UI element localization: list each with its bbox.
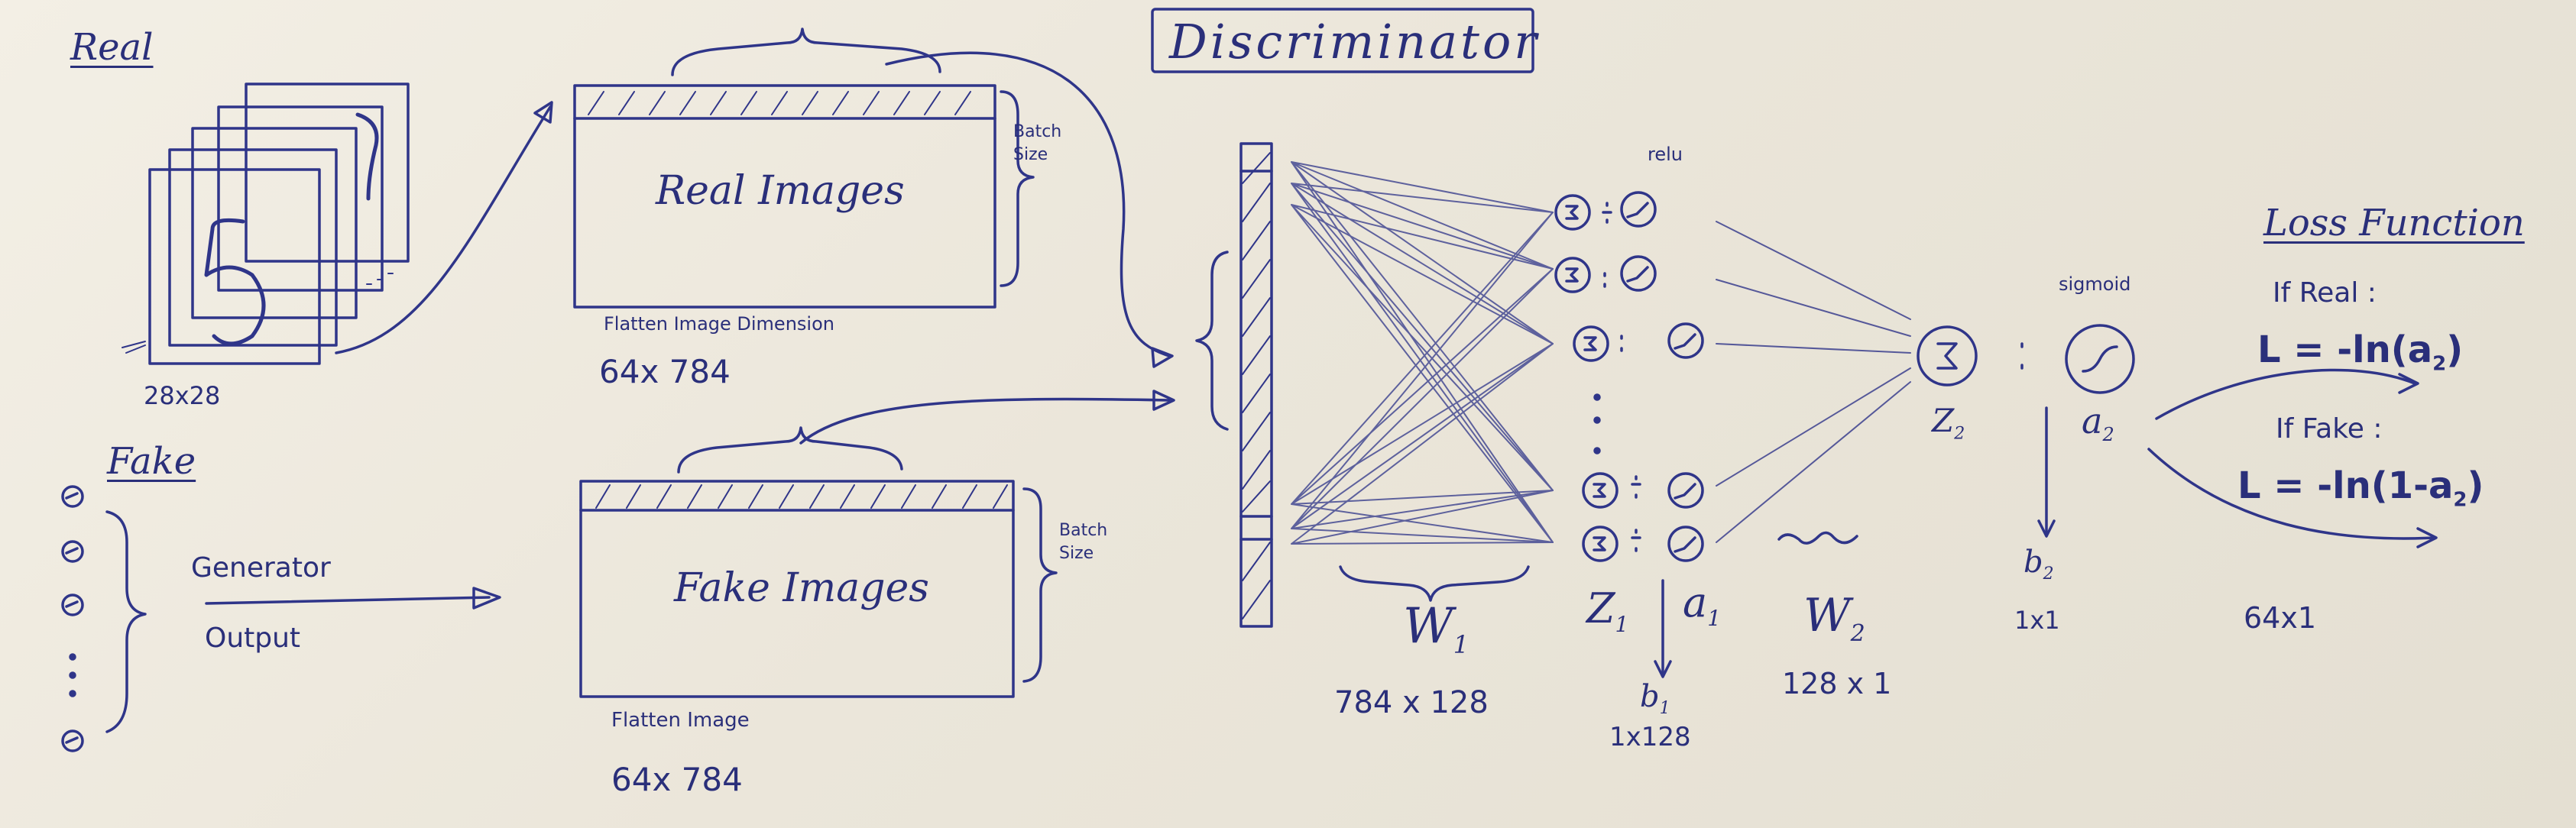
a1-label: a1	[1683, 578, 1722, 631]
fake-label: Fake	[107, 440, 196, 483]
fake-batch-size-label: Batch Size	[1059, 521, 1108, 563]
w1-brace	[1339, 565, 1530, 602]
fake-batch-side-brace	[1022, 487, 1058, 683]
diagram-title: Discriminator	[1169, 14, 1540, 70]
real-batch-label: Real Images	[656, 168, 905, 214]
hidden-node-2	[1554, 255, 1657, 293]
fake-flatten-label: Flatten Image	[611, 709, 750, 732]
generator-label: Generator	[191, 552, 331, 584]
b1-shape: 1x128	[1609, 722, 1691, 752]
loss-if-real: If Real :	[2273, 277, 2377, 309]
fake-batch-matrix	[579, 480, 1015, 698]
a2-label: a2	[2082, 400, 2114, 446]
b2-label: b2	[2024, 545, 2054, 584]
fake-batch-shape: 64x 784	[611, 761, 743, 798]
input-vector-hatch	[1242, 152, 1271, 619]
real-batch-size-label: Batch Size	[1013, 122, 1062, 164]
loss-real-formula: L = -ln(a2)	[2257, 328, 2464, 376]
fake-batch-label: Fake Images	[674, 565, 929, 611]
noise-brace	[105, 510, 147, 733]
arrow-to-fake-loss	[2147, 448, 2435, 540]
generator-arrow	[205, 596, 491, 605]
loss-title: Loss Function	[2263, 202, 2525, 244]
sigmoid-label: sigmoid	[2059, 273, 2131, 295]
real-flatten-label: Flatten Image Dimension	[604, 313, 834, 335]
fake-batch-top-brace	[677, 426, 903, 474]
w1-connections	[1291, 161, 1554, 545]
hidden-node-3	[1573, 322, 1704, 362]
real-label: Real	[70, 26, 154, 69]
hidden-layer-nodes	[1554, 191, 1704, 562]
fake-batch-hatch	[595, 484, 1008, 509]
b2-shape: 1x1	[2014, 606, 2060, 635]
z2-label: Z2	[1932, 402, 1965, 444]
w2-connections	[1716, 221, 1911, 543]
real-batch-hatch	[588, 91, 971, 115]
noise-input-circles	[61, 485, 84, 752]
loss-if-fake: If Fake :	[2276, 413, 2383, 445]
input-vector	[1239, 142, 1273, 628]
hidden-node-n	[1582, 526, 1704, 562]
w1-shape: 784 x 128	[1334, 685, 1489, 720]
z1-label: Z1	[1586, 584, 1629, 637]
loss-fake-formula: L = -ln(1-a2)	[2237, 464, 2484, 512]
real-image-size: 28x28	[144, 381, 221, 410]
b1-label: b1	[1640, 679, 1670, 718]
title-box	[1151, 8, 1534, 73]
w2-brace	[1777, 531, 1858, 545]
output-label: Output	[205, 623, 301, 654]
hidden-node-1	[1554, 191, 1657, 231]
arrow-to-real-loss	[2155, 368, 2416, 420]
real-batch-top-brace	[671, 27, 941, 76]
real-batch-side-brace	[1000, 90, 1035, 287]
w2-shape: 128 x 1	[1782, 667, 1892, 700]
output-shape: 64x1	[2244, 601, 2317, 635]
output-node	[1917, 324, 2135, 394]
real-batch-shape: 64x 784	[599, 353, 731, 390]
relu-label: relu	[1648, 144, 1683, 165]
input-vector-brace	[1195, 251, 1229, 431]
w2-label: W2	[1803, 589, 1865, 647]
real-image-stack	[122, 82, 410, 365]
hidden-node-n-1	[1582, 472, 1704, 509]
real-batch-matrix	[573, 84, 996, 309]
w1-label: W1	[1403, 598, 1469, 659]
arrow-fake-to-vector	[799, 397, 1171, 445]
arrow-stack-to-real-batch	[335, 105, 552, 354]
arrow-real-to-vector	[885, 51, 1171, 357]
